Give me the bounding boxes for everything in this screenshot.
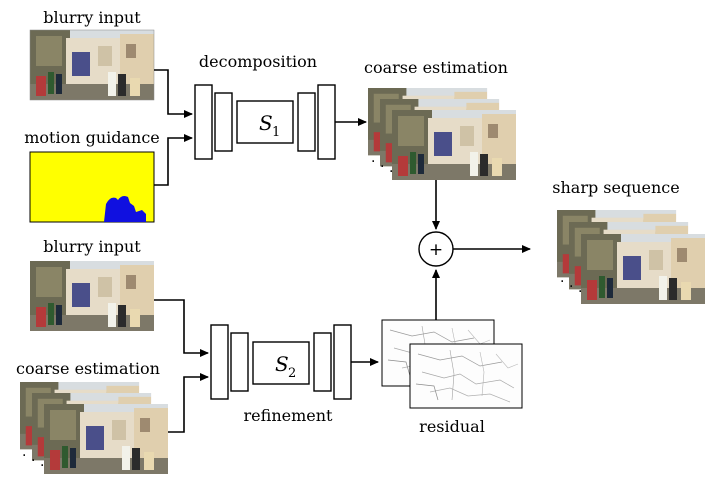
motion-guidance-label: motion guidance — [24, 128, 160, 147]
plus-operator: + — [418, 231, 454, 267]
decomposition-label: decomposition — [199, 52, 317, 71]
residual-stack — [381, 319, 523, 409]
svg-text:·: · — [22, 448, 26, 464]
blurry-input-image-bottom — [30, 261, 154, 331]
svg-text:·: · — [31, 453, 35, 469]
coarse-estimation-label-bottom: coarse estimation — [16, 359, 160, 378]
s2-subscript: 2 — [288, 366, 296, 381]
wire-blurry-to-decomposition — [154, 69, 193, 118]
s2-symbol: S — [275, 352, 289, 376]
svg-text:·: · — [569, 279, 573, 295]
svg-text:·: · — [578, 284, 582, 300]
coarse-estimation-label-top: coarse estimation — [364, 58, 508, 77]
sharp-sequence-stack: · · · — [557, 210, 705, 304]
plus-symbol: + — [429, 240, 443, 260]
wire-coarse-to-refinement — [168, 373, 209, 433]
s1-subscript: 1 — [272, 125, 280, 140]
svg-text:·: · — [40, 458, 44, 474]
wire-blurry-to-refinement — [154, 299, 209, 357]
svg-text:·: · — [371, 154, 375, 170]
coarse-estimation-stack-top: · · · — [368, 88, 516, 180]
wire-motion-to-decomposition — [154, 134, 193, 186]
sharp-sequence-label: sharp sequence — [552, 178, 679, 197]
refinement-label: refinement — [244, 406, 334, 425]
blurry-input-image-top — [29, 29, 155, 101]
svg-text:·: · — [389, 164, 393, 180]
residual-label: residual — [419, 417, 485, 436]
refinement-network: S 2 — [210, 324, 352, 400]
s1-symbol: S — [259, 111, 273, 135]
motion-guidance-image — [29, 151, 155, 223]
decomposition-network: S 1 — [194, 84, 336, 160]
blurry-input-label-top: blurry input — [43, 8, 141, 27]
coarse-estimation-stack-bottom: · · · — [20, 382, 168, 474]
blurry-input-label-bottom: blurry input — [43, 237, 141, 256]
svg-text:·: · — [560, 274, 564, 290]
svg-text:·: · — [380, 159, 384, 175]
